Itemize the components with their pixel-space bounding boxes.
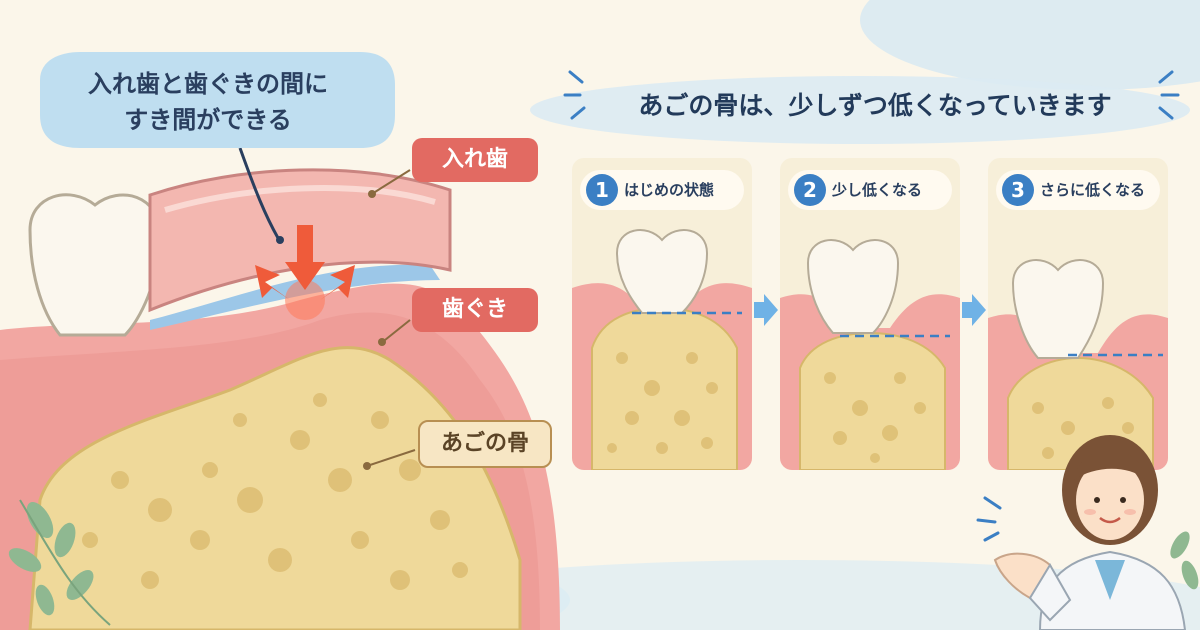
step-number-3: 3 bbox=[1002, 174, 1034, 206]
arrow-right-icon bbox=[962, 294, 986, 326]
section-title: あごの骨は、少しずつ低くなっていきます bbox=[638, 91, 1112, 120]
leaf-decoration bbox=[8, 501, 94, 616]
callout-text: 入れ歯と歯ぐきの間に すき間ができる bbox=[38, 66, 378, 138]
denture-cross-section bbox=[0, 52, 560, 630]
step-label-3: さらに低くなる bbox=[1040, 181, 1146, 199]
step-label-1: はじめの状態 bbox=[624, 181, 715, 199]
arrow-right-icon bbox=[754, 294, 778, 326]
step-header-2: 2 少し低くなる bbox=[788, 170, 952, 210]
step-header-3: 3 さらに低くなる bbox=[996, 170, 1160, 210]
step-header-1: 1 はじめの状態 bbox=[580, 170, 744, 210]
step-number-2: 2 bbox=[794, 174, 826, 206]
callout-line-1: 入れ歯と歯ぐきの間に bbox=[88, 70, 328, 98]
step-panel-2: 2 少し低くなる bbox=[780, 158, 960, 470]
step-panel-3: 3 さらに低くなる bbox=[988, 158, 1168, 470]
pressure-arrows bbox=[255, 225, 355, 300]
callout-bubble bbox=[40, 52, 395, 148]
callout-line-2: すき間ができる bbox=[124, 106, 292, 134]
step-panel-1: 1 はじめの状態 bbox=[572, 158, 752, 470]
label-denture: 入れ歯 bbox=[412, 138, 538, 182]
bone-pores bbox=[82, 393, 468, 590]
gap-space bbox=[150, 264, 440, 330]
pressure-point bbox=[285, 280, 325, 320]
jawbone bbox=[28, 346, 522, 630]
label-jawbone: あごの骨 bbox=[418, 420, 552, 468]
step-label-2: 少し低くなる bbox=[832, 181, 923, 199]
label-gum: 歯ぐき bbox=[412, 288, 538, 332]
step-number-1: 1 bbox=[586, 174, 618, 206]
